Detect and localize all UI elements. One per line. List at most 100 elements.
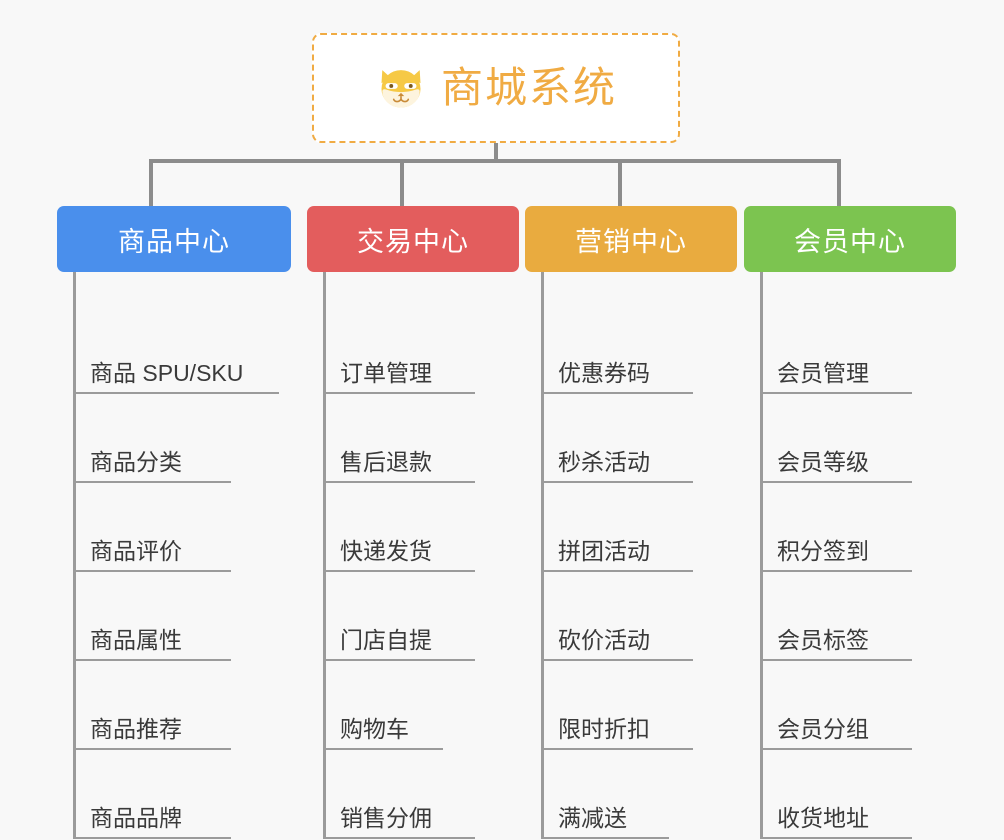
category-header-trade-center[interactable]: 交易中心 [307, 206, 519, 272]
leaf-list-product-center: 商品 SPU/SKU 商品分类 商品评价 商品属性 商品推荐 商品品牌 [57, 272, 291, 839]
branch-column-trade-center: 交易中心 订单管理 售后退款 快递发货 门店自提 购物车 [307, 206, 519, 839]
leaf-label: 快递发货 [340, 538, 432, 564]
leaf-rule [73, 837, 231, 839]
leaf-label: 优惠券码 [558, 360, 650, 386]
leaf-rule [760, 392, 912, 394]
leaf-rule [541, 748, 693, 750]
connector-stem [494, 143, 498, 163]
leaf-item[interactable]: 秒杀活动 [525, 394, 737, 483]
leaf-item[interactable]: 快递发货 [307, 483, 519, 572]
leaf-rule [541, 837, 669, 839]
leaf-rule [323, 481, 475, 483]
leaf-rule [760, 570, 912, 572]
leaf-label: 会员管理 [777, 360, 869, 386]
leaf-item[interactable]: 会员等级 [744, 394, 956, 483]
leaf-item[interactable]: 拼团活动 [525, 483, 737, 572]
leaf-label: 门店自提 [340, 627, 432, 653]
leaf-item[interactable]: 商品品牌 [57, 750, 291, 839]
leaf-label: 砍价活动 [558, 627, 650, 653]
leaf-item[interactable]: 商品属性 [57, 572, 291, 661]
shiba-dog-face-icon [381, 70, 421, 108]
connector-drop-member-center [837, 159, 841, 206]
leaf-rule [760, 748, 912, 750]
leaf-rule [73, 748, 231, 750]
leaf-item[interactable]: 商品推荐 [57, 661, 291, 750]
leaf-label: 售后退款 [340, 449, 432, 475]
leaf-trunk [541, 272, 544, 839]
root-title: 商城系统 [440, 64, 617, 111]
leaf-rule [323, 392, 475, 394]
connector-drop-product-center [149, 159, 153, 206]
leaf-list-trade-center: 订单管理 售后退款 快递发货 门店自提 购物车 销售分佣 [307, 272, 519, 839]
connector-drop-marketing-center [618, 159, 622, 206]
leaf-rule [760, 659, 912, 661]
leaf-item[interactable]: 商品分类 [57, 394, 291, 483]
leaf-label: 积分签到 [777, 538, 869, 564]
leaf-rule [73, 481, 231, 483]
leaf-trunk [760, 272, 763, 839]
leaf-rule [323, 748, 443, 750]
leaf-item[interactable]: 门店自提 [307, 572, 519, 661]
leaf-item[interactable]: 售后退款 [307, 394, 519, 483]
branch-column-marketing-center: 营销中心 优惠券码 秒杀活动 拼团活动 砍价活动 限时折扣 [525, 206, 737, 839]
root-node[interactable]: 商城系统 [312, 33, 680, 143]
leaf-item[interactable]: 会员管理 [744, 305, 956, 394]
connector-drop-trade-center [400, 159, 404, 206]
branch-column-member-center: 会员中心 会员管理 会员等级 积分签到 会员标签 会员分组 [744, 206, 956, 839]
leaf-item[interactable]: 满减送 [525, 750, 737, 839]
category-header-marketing-center[interactable]: 营销中心 [525, 206, 737, 272]
leaf-label: 商品 SPU/SKU [90, 360, 244, 386]
leaf-label: 商品评价 [90, 538, 182, 564]
leaf-rule [541, 570, 693, 572]
leaf-item[interactable]: 收货地址 [744, 750, 956, 839]
leaf-label: 限时折扣 [558, 716, 650, 742]
leaf-label: 商品分类 [90, 449, 182, 475]
leaf-item[interactable]: 商品 SPU/SKU [57, 305, 291, 394]
leaf-trunk [323, 272, 326, 839]
leaf-item[interactable]: 限时折扣 [525, 661, 737, 750]
leaf-list-marketing-center: 优惠券码 秒杀活动 拼团活动 砍价活动 限时折扣 满减送 [525, 272, 737, 839]
category-header-member-center[interactable]: 会员中心 [744, 206, 956, 272]
leaf-label: 秒杀活动 [558, 449, 650, 475]
leaf-rule [323, 570, 475, 572]
leaf-item[interactable]: 会员标签 [744, 572, 956, 661]
connector-bus [149, 159, 841, 163]
leaf-label: 商品品牌 [90, 805, 182, 831]
category-label: 营销中心 [575, 226, 687, 257]
leaf-item[interactable]: 砍价活动 [525, 572, 737, 661]
leaf-trunk [73, 272, 76, 839]
category-label: 交易中心 [357, 226, 469, 257]
category-label: 会员中心 [794, 226, 906, 257]
leaf-label: 销售分佣 [340, 805, 432, 831]
leaf-label: 会员分组 [777, 716, 869, 742]
leaf-rule [73, 659, 231, 661]
leaf-item[interactable]: 销售分佣 [307, 750, 519, 839]
leaf-rule [73, 570, 231, 572]
leaf-item[interactable]: 订单管理 [307, 305, 519, 394]
leaf-rule [541, 659, 693, 661]
leaf-item[interactable]: 会员分组 [744, 661, 956, 750]
leaf-label: 商品属性 [90, 627, 182, 653]
leaf-rule [760, 837, 912, 839]
leaf-item[interactable]: 商品评价 [57, 483, 291, 572]
leaf-label: 购物车 [340, 716, 409, 742]
leaf-label: 订单管理 [340, 360, 432, 386]
leaf-rule [323, 659, 475, 661]
branch-column-product-center: 商品中心 商品 SPU/SKU 商品分类 商品评价 商品属性 商品推荐 [57, 206, 291, 839]
leaf-label: 商品推荐 [90, 716, 182, 742]
leaf-rule [760, 481, 912, 483]
leaf-rule [541, 481, 693, 483]
leaf-item[interactable]: 购物车 [307, 661, 519, 750]
category-label: 商品中心 [118, 226, 230, 257]
leaf-label: 会员等级 [777, 449, 869, 475]
leaf-list-member-center: 会员管理 会员等级 积分签到 会员标签 会员分组 收货地址 [744, 272, 956, 839]
leaf-item[interactable]: 积分签到 [744, 483, 956, 572]
leaf-label: 满减送 [558, 805, 627, 831]
leaf-rule [541, 392, 693, 394]
leaf-rule [323, 837, 475, 839]
leaf-item[interactable]: 优惠券码 [525, 305, 737, 394]
leaf-label: 收货地址 [777, 805, 869, 831]
leaf-label: 会员标签 [777, 627, 869, 653]
leaf-label: 拼团活动 [558, 538, 650, 564]
category-header-product-center[interactable]: 商品中心 [57, 206, 291, 272]
